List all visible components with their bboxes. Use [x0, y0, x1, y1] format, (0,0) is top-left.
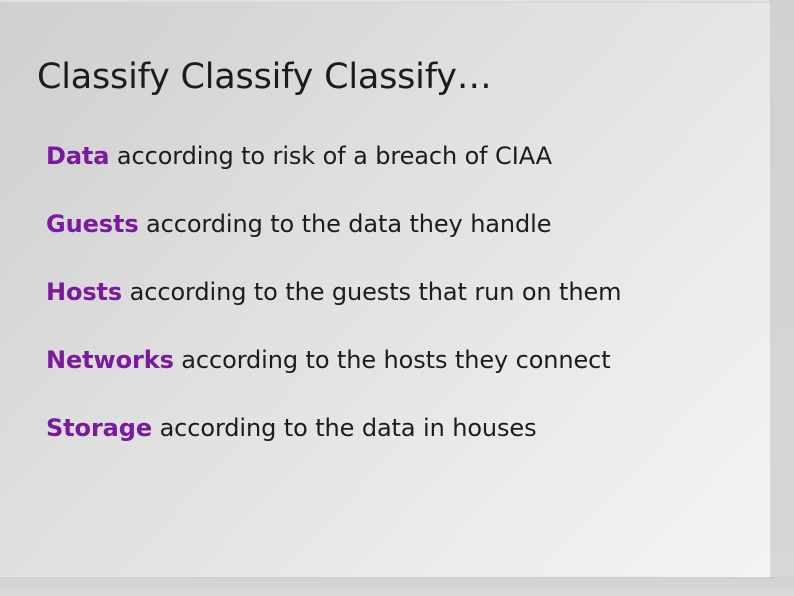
bullet-text-storage: according to the data in houses [152, 414, 537, 442]
bullet-item-hosts: Hosts according to the guests that run o… [46, 276, 746, 344]
bullet-item-data: Data according to risk of a breach of CI… [46, 140, 746, 208]
bullet-text-data: according to risk of a breach of CIAA [109, 142, 552, 170]
bullet-text-guests: according to the data they handle [138, 210, 552, 238]
bullet-keyword-storage: Storage [46, 414, 153, 442]
bullet-keyword-data: Data [46, 142, 110, 170]
bullet-text-hosts: according to the guests that run on them [122, 278, 622, 306]
slide-bottom-divider [0, 577, 794, 578]
bullet-keyword-hosts: Hosts [46, 278, 123, 306]
slide-title: Classify Classify Classify… [37, 57, 492, 97]
bullet-keyword-networks: Networks [46, 346, 174, 374]
slide-right-edge [770, 0, 794, 596]
slide-content-area: Classify Classify Classify… Data accordi… [37, 57, 746, 480]
bullet-list: Data according to risk of a breach of CI… [46, 140, 746, 480]
bullet-item-guests: Guests according to the data they handle [46, 208, 746, 276]
bullet-item-storage: Storage according to the data in houses [46, 412, 746, 480]
bullet-keyword-guests: Guests [46, 210, 139, 238]
bullet-item-networks: Networks according to the hosts they con… [46, 344, 746, 412]
bullet-text-networks: according to the hosts they connect [173, 346, 611, 374]
slide-bottom-edge [0, 578, 794, 596]
